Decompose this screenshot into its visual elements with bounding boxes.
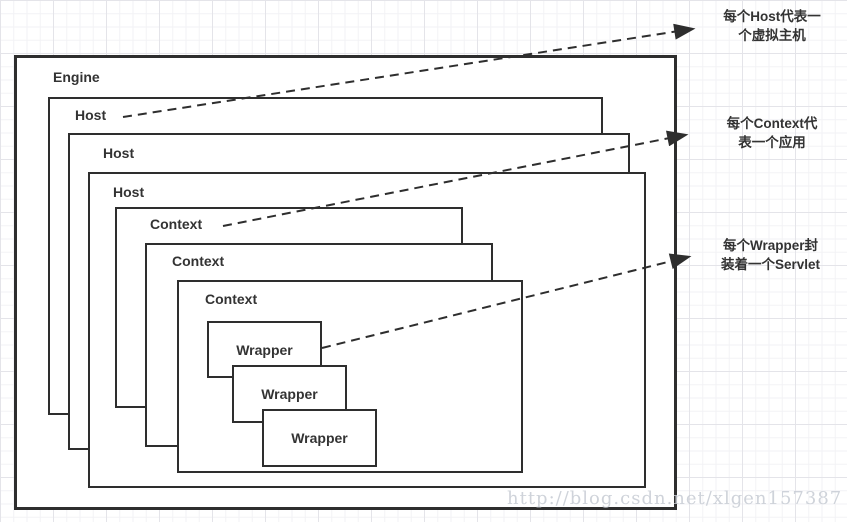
wrapper-annotation-line-1: 每个Wrapper封 bbox=[722, 238, 818, 253]
wrapper-box-3: Wrapper bbox=[262, 409, 377, 467]
context-label-1: Context bbox=[150, 216, 203, 232]
watermark-url: http://blog.csdn.net/xlgen157387 bbox=[507, 488, 843, 509]
context-label-2: Context bbox=[172, 253, 225, 269]
context-annotation-line-2: 表一个应用 bbox=[738, 135, 806, 150]
host-label-2: Host bbox=[103, 145, 135, 161]
wrapper-label-1: Wrapper bbox=[236, 341, 293, 358]
engine-label: Engine bbox=[53, 69, 100, 85]
wrapper-label-3: Wrapper bbox=[291, 430, 348, 446]
host-label-3: Host bbox=[113, 184, 145, 200]
wrapper-label-2: Wrapper bbox=[261, 386, 318, 402]
host-annotation-line-2: 个虚拟主机 bbox=[738, 28, 806, 43]
host-annotation-line-1: 每个Host代表一 bbox=[723, 9, 821, 24]
context-annotation: 每个Context代 表一个应用 bbox=[698, 114, 846, 152]
wrapper-annotation: 每个Wrapper封 装着一个Servlet bbox=[694, 236, 847, 274]
host-annotation: 每个Host代表一 个虚拟主机 bbox=[696, 7, 847, 45]
host-label-1: Host bbox=[75, 107, 107, 123]
context-label-3: Context bbox=[205, 291, 258, 307]
wrapper-annotation-line-2: 装着一个Servlet bbox=[720, 257, 821, 272]
context-annotation-line-1: 每个Context代 bbox=[726, 116, 818, 131]
